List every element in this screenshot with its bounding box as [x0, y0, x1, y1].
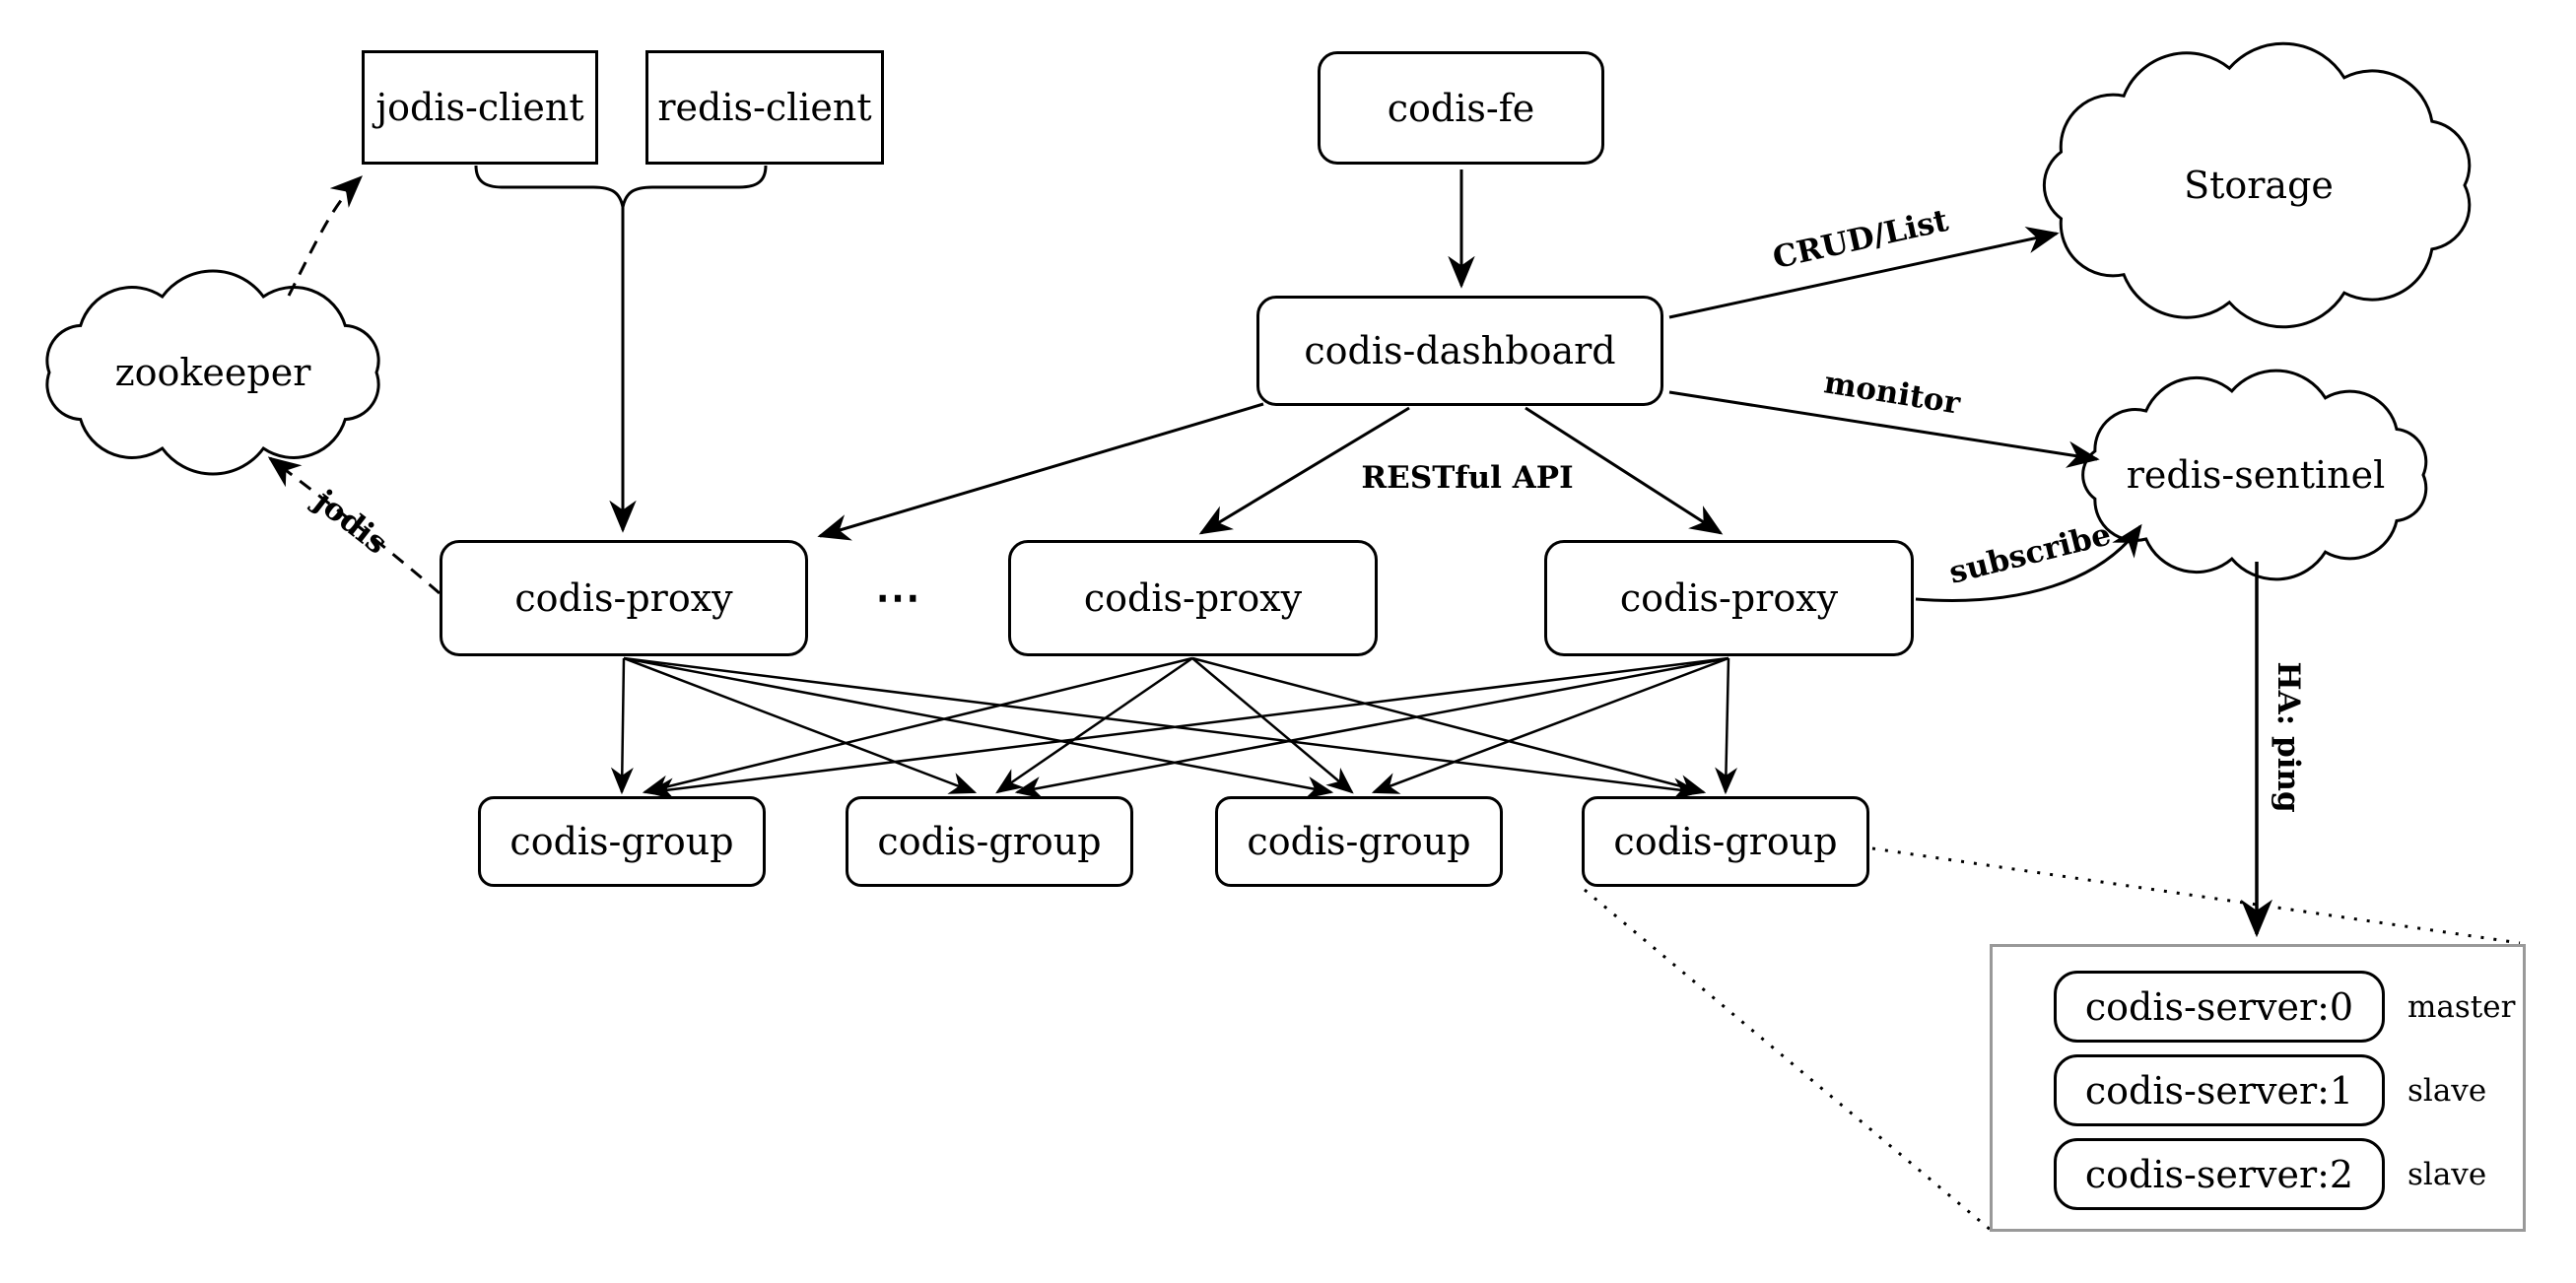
edge-dashboard-to-proxy1	[817, 402, 1264, 541]
edge-proxy3-to-sentinel-subscribe	[1915, 523, 2142, 602]
node-redis-client: redis-client	[645, 50, 884, 165]
node-zookeeper: zookeeper	[114, 351, 311, 394]
node-codis-server-2: codis-server:2	[2054, 1138, 2385, 1210]
edge-proxy3-group4	[1715, 657, 1738, 795]
edge-proxy3-group3	[1371, 656, 1729, 794]
edge-proxy1-group3	[623, 656, 1334, 799]
node-codis-group-1: codis-group	[478, 796, 766, 887]
node-codis-group-4: codis-group	[1582, 796, 1869, 887]
edge-proxy2-group4	[1191, 656, 1707, 797]
edge-label-ha-ping: HA: ping	[2271, 661, 2306, 813]
server-2-role-label: slave	[2407, 1157, 2487, 1192]
edge-dashboard-to-sentinel	[1668, 390, 2100, 468]
node-codis-fe: codis-fe	[1318, 51, 1604, 165]
storage-cloud-shape	[2042, 41, 2472, 329]
edge-proxy1-group4	[623, 656, 1701, 801]
edge-dashboard-to-storage	[1668, 226, 2060, 319]
node-codis-proxy-3: codis-proxy	[1544, 540, 1914, 656]
node-redis-sentinel: redis-sentinel	[2126, 453, 2386, 497]
proxy-ellipsis: ⋯	[875, 571, 928, 624]
node-codis-server-0: codis-server:0	[2054, 971, 2385, 1043]
node-jodis-client: jodis-client	[362, 50, 598, 165]
edge-proxy1-to-zookeeper-dashed	[267, 456, 441, 595]
node-storage: Storage	[2184, 164, 2334, 207]
clients-brace	[474, 165, 768, 208]
node-codis-proxy-2: codis-proxy	[1008, 540, 1378, 656]
node-codis-server-1: codis-server:1	[2054, 1054, 2385, 1126]
edge-dashboard-to-proxy2	[1198, 406, 1410, 535]
node-codis-proxy-1: codis-proxy	[440, 540, 808, 656]
node-codis-dashboard: codis-dashboard	[1256, 296, 1663, 406]
edge-proxy1-group2	[623, 656, 978, 794]
edge-proxy2-group2	[995, 656, 1193, 794]
dotted-group4-to-container-top	[1871, 846, 2521, 945]
server-0-role-label: master	[2407, 989, 2516, 1025]
dotted-group4-to-container-bottom	[1584, 888, 1993, 1233]
node-codis-group-3: codis-group	[1215, 796, 1503, 887]
edge-proxy2-group3	[1191, 657, 1354, 794]
edge-proxy1-group1	[610, 657, 634, 795]
edge-proxy3-group2	[1014, 656, 1729, 799]
edge-proxy3-group1	[646, 656, 1729, 801]
edge-zookeeper-to-jodis-client-dashed	[287, 175, 363, 297]
node-codis-group-2: codis-group	[846, 796, 1133, 887]
server-1-role-label: slave	[2407, 1073, 2487, 1109]
edge-proxy2-group1	[642, 656, 1193, 798]
edge-dashboard-to-proxy3	[1525, 406, 1724, 535]
redis-sentinel-cloud-shape	[2081, 369, 2428, 581]
edge-label-restful-api: RESTful API	[1361, 460, 1574, 496]
